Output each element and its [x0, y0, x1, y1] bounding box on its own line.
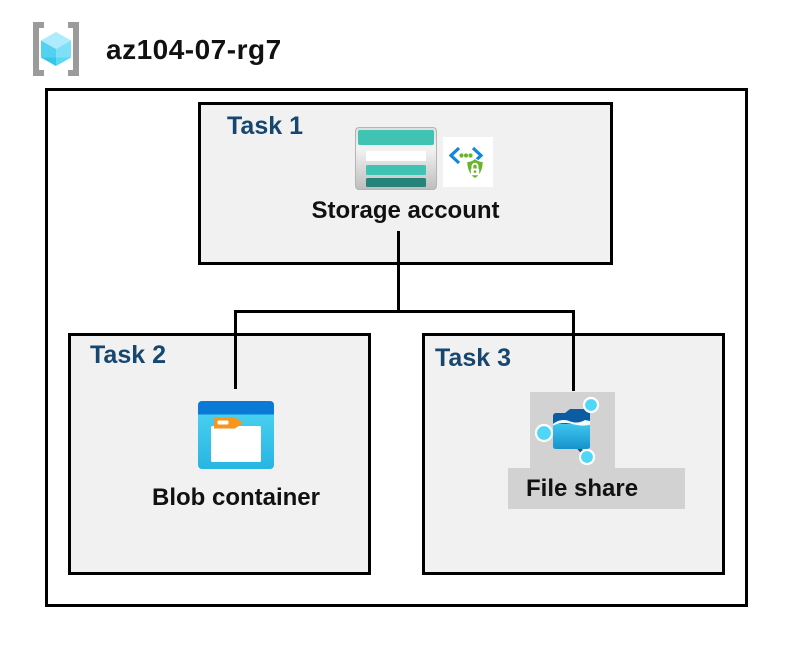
blob-container-label: Blob container [151, 484, 320, 511]
task1-label: Task 1 [227, 112, 303, 140]
resource-group-icon [33, 22, 79, 76]
task2-label: Task 2 [90, 341, 166, 369]
task3-label: Task 3 [435, 344, 511, 372]
connector-to-blob-container [234, 312, 237, 389]
task1-box: Task 1 [198, 102, 613, 265]
connector-branch-horizontal [234, 310, 575, 313]
connector-storage-down [397, 231, 400, 312]
file-share-label-band: File share [508, 468, 685, 509]
file-share-icon [534, 396, 600, 466]
file-share-label: File share [526, 474, 639, 502]
storage-account-icon [355, 127, 437, 190]
secure-endpoint-icon [443, 137, 493, 187]
blob-container-icon [198, 401, 274, 469]
storage-account-label: Storage account [311, 197, 500, 224]
connector-to-file-share [572, 312, 575, 391]
resource-group-name: az104-07-rg7 [106, 34, 282, 65]
